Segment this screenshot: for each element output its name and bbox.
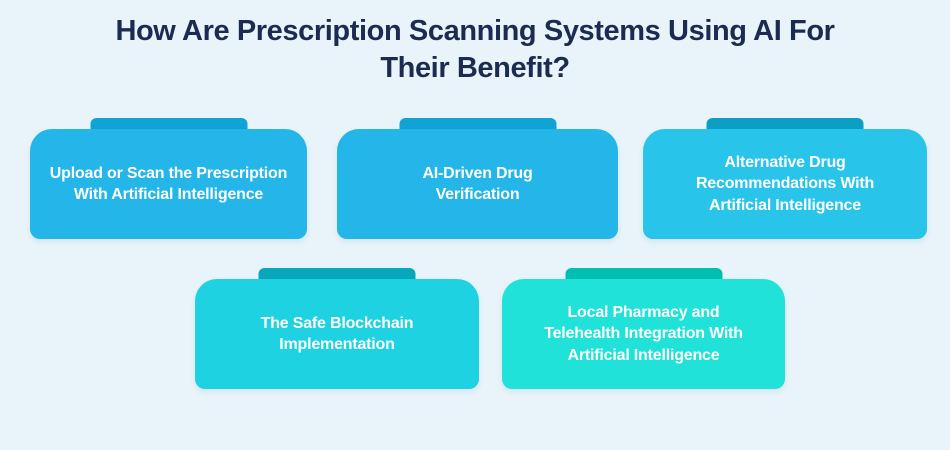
- card-alternative-drug-recommendations: Alternative Drug Recommendations With Ar…: [643, 118, 927, 239]
- card-upload-or-scan-prescription: Upload or Scan the Prescription With Art…: [30, 118, 307, 239]
- card-ai-driven-drug-verification: AI-Driven Drug Verification: [337, 118, 618, 239]
- card-label: The Safe Blockchain Implementation: [195, 279, 479, 389]
- page-title: How Are Prescription Scanning Systems Us…: [115, 15, 835, 84]
- card-label: Alternative Drug Recommendations With Ar…: [643, 129, 927, 239]
- card-label: AI-Driven Drug Verification: [337, 129, 618, 239]
- card-label: Local Pharmacy and Telehealth Integratio…: [502, 279, 785, 389]
- card-safe-blockchain-implementation: The Safe Blockchain Implementation: [195, 268, 479, 389]
- card-label: Upload or Scan the Prescription With Art…: [30, 129, 307, 239]
- card-local-pharmacy-telehealth: Local Pharmacy and Telehealth Integratio…: [502, 268, 785, 389]
